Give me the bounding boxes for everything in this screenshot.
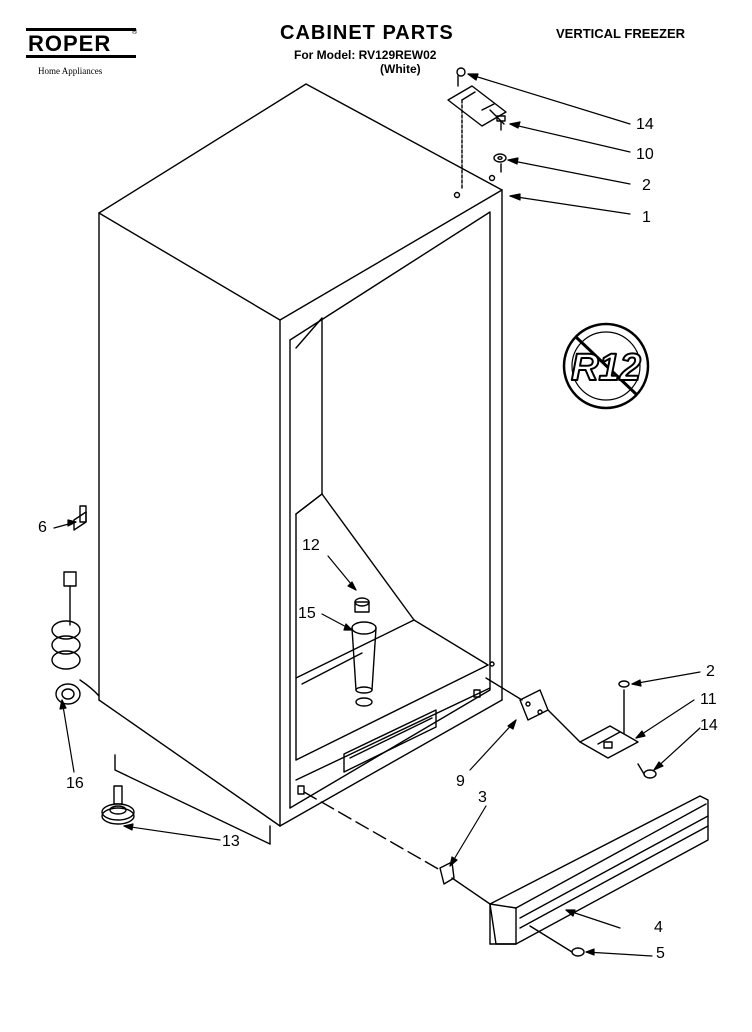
hinge-bracket-part (485, 677, 549, 721)
model-color: (White) (380, 62, 421, 76)
callout-14-hinge-screw-bottom: 14 (700, 717, 718, 734)
callout-12-drain-plug: 12 (302, 537, 320, 554)
brand-trademark: ® (132, 29, 138, 36)
brand-name: ROPER (28, 31, 112, 56)
callout-9-bracket: 9 (456, 773, 465, 790)
callout-6-clip: 6 (38, 519, 47, 536)
top-hinge-assembly (447, 67, 507, 189)
leveling-leg-part (101, 785, 135, 825)
callout-2-washer-bottom: 2 (706, 663, 715, 680)
bottom-hinge-assembly (547, 680, 657, 779)
callout-leaders (53, 73, 701, 957)
callout-2-washer-top: 2 (642, 177, 651, 194)
toe-grille-part (451, 795, 709, 945)
grille-clip-part (303, 791, 455, 885)
roper-logo: ROPER ® Home Appliances (26, 28, 138, 76)
logo-frame: ROPER ® (26, 28, 138, 58)
product-category: VERTICAL FREEZER (556, 26, 686, 41)
callout-1-cabinet: 1 (642, 209, 651, 226)
power-cord-part (51, 571, 100, 705)
grille-screw-part (529, 925, 585, 957)
door-clip-part (73, 505, 87, 531)
drain-parts (351, 597, 377, 707)
leg-guide-line (114, 754, 271, 845)
callout-10-hinge-pin: 10 (636, 146, 654, 163)
callout-4-toe-grille: 4 (654, 919, 663, 936)
callout-15-drain-tube: 15 (298, 605, 316, 622)
callout-5-grille-screw: 5 (656, 945, 665, 962)
no-r12-icon (562, 322, 650, 410)
callout-11-bottom-hinge: 11 (700, 691, 717, 708)
page-title: CABINET PARTS (280, 22, 454, 44)
callout-3-grille-clip: 3 (478, 789, 487, 806)
callout-13-leveling-leg: 13 (222, 833, 240, 850)
cabinet-body (98, 83, 503, 827)
model-number: For Model: RV129REW02 (294, 48, 437, 62)
brand-tagline: Home Appliances (38, 66, 103, 76)
callout-16-power-cord: 16 (66, 775, 84, 792)
callout-14-hinge-screw: 14 (636, 116, 654, 133)
no-r12-label: R12 (571, 347, 641, 389)
